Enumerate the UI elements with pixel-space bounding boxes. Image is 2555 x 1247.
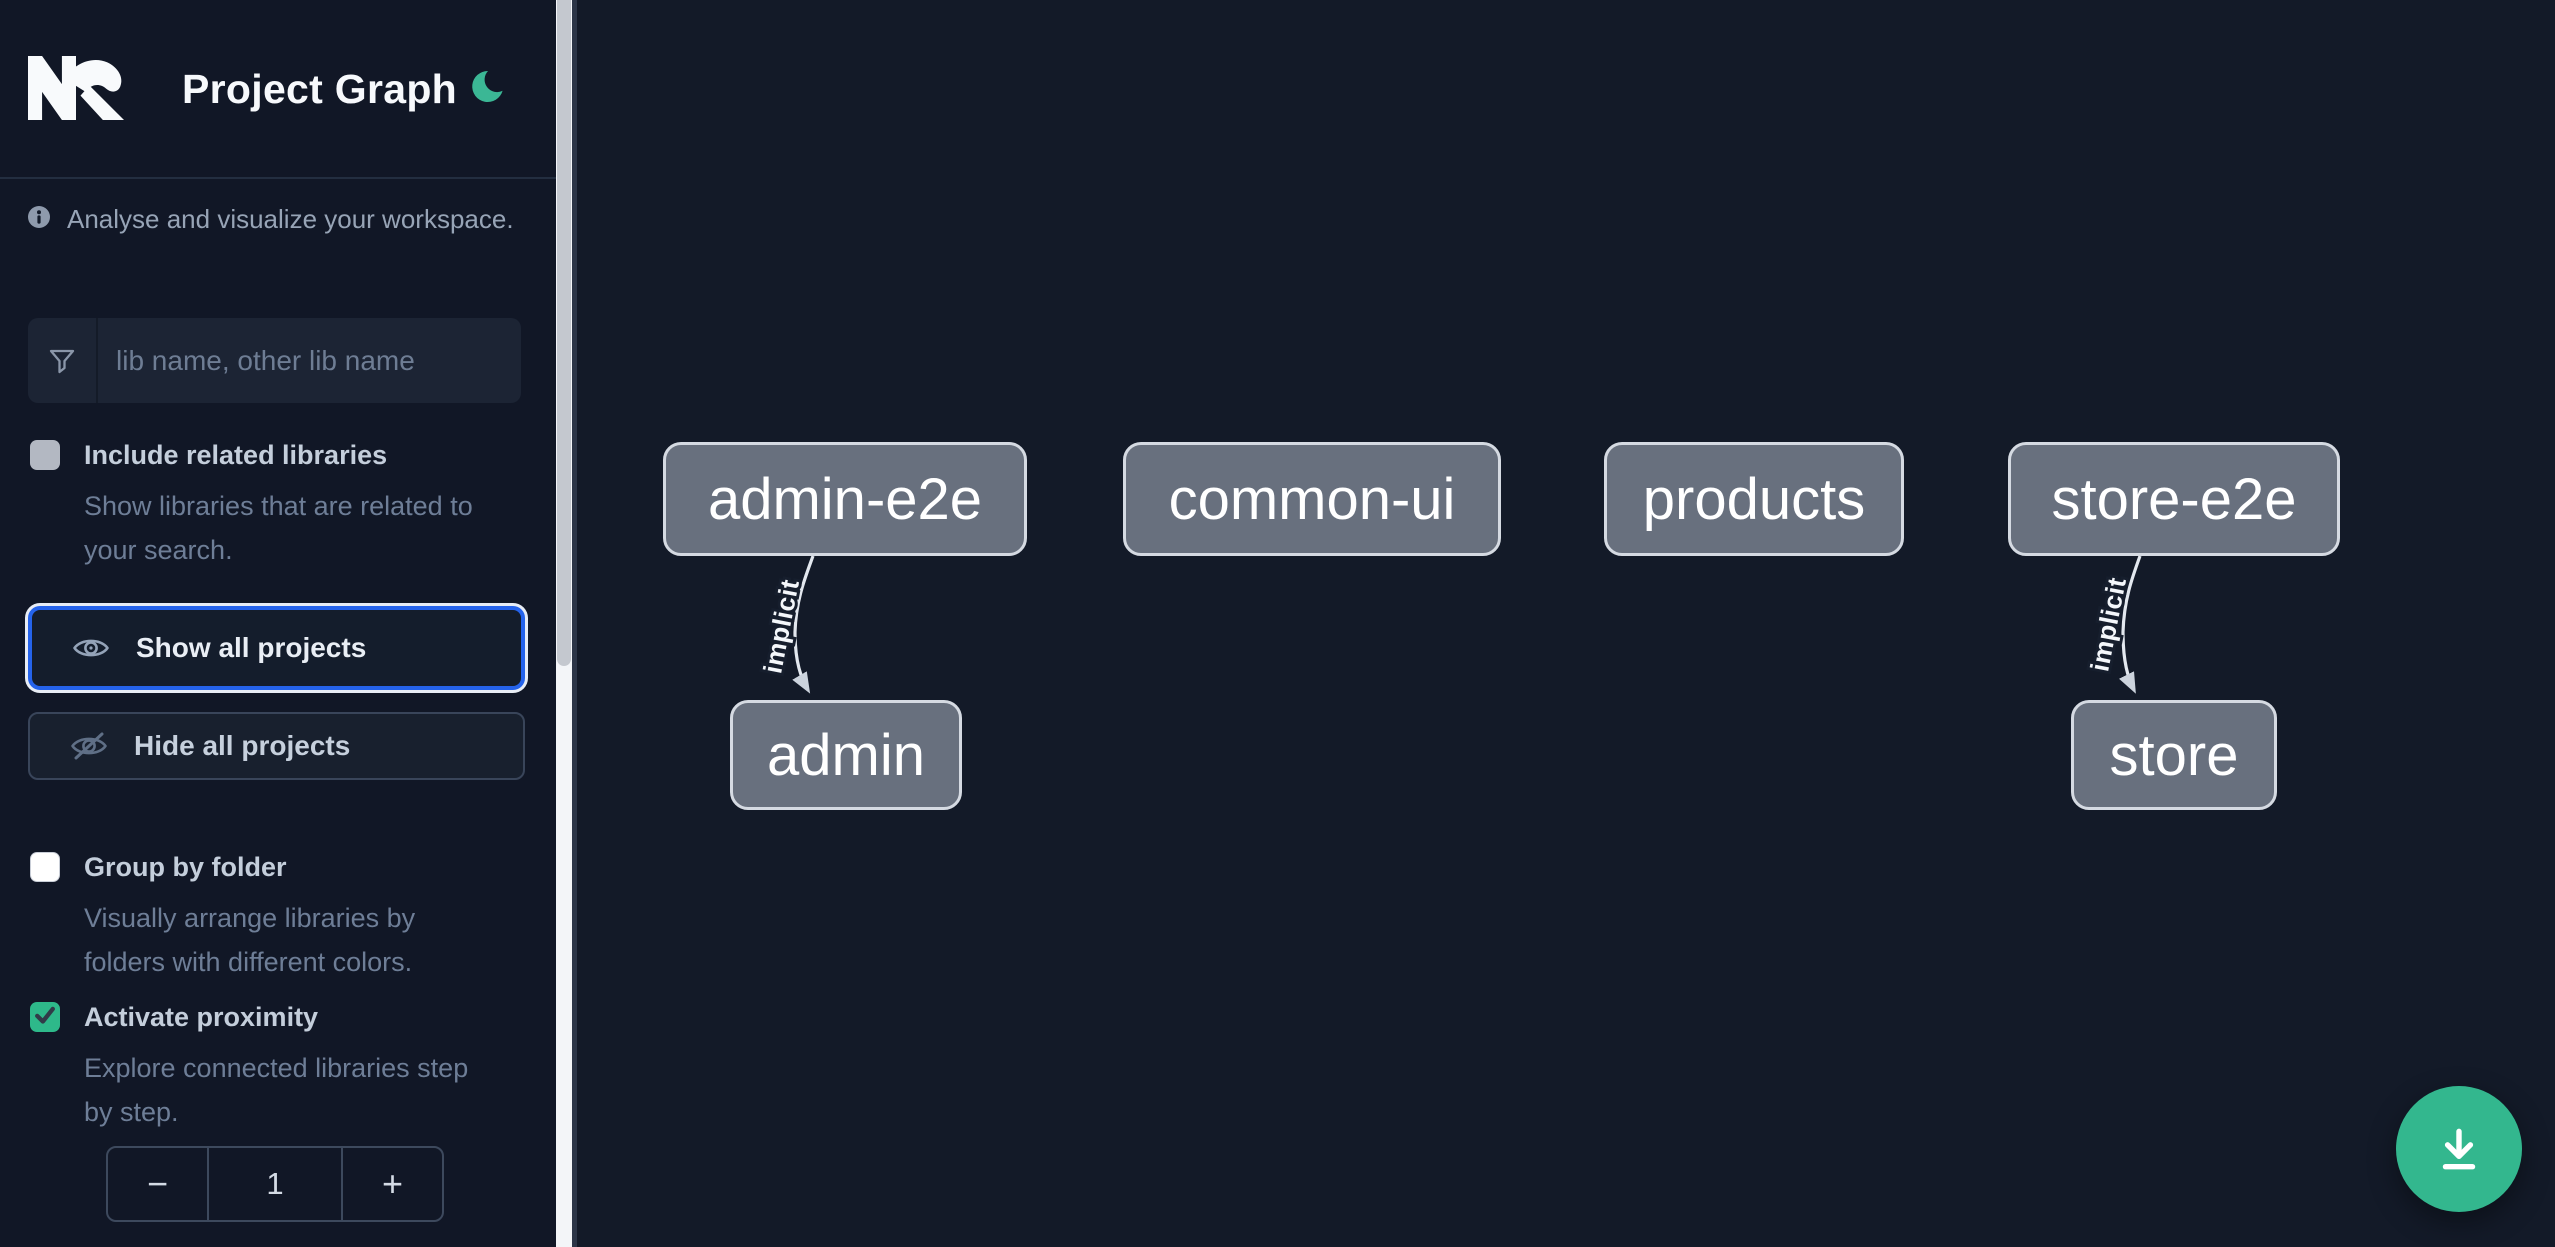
option-label[interactable]: Activate proximity [84, 1002, 319, 1032]
hide-all-projects-button[interactable]: Hide all projects [28, 712, 525, 780]
proximity-stepper: − 1 + [106, 1146, 444, 1222]
checkbox-activate-proximity[interactable] [30, 1002, 60, 1032]
node-common-ui[interactable]: common-ui [1123, 442, 1501, 556]
info-icon [27, 205, 51, 234]
info-text: Analyse and visualize your workspace. [67, 204, 514, 234]
graph-edges-layer: implicit implicit [754, 555, 2142, 694]
stepper-value: 1 [207, 1148, 343, 1220]
theme-toggle-button[interactable] [466, 68, 506, 108]
show-all-projects-label: Show all projects [136, 632, 367, 663]
info-row: Analyse and visualize your workspace. [27, 204, 532, 235]
option-label[interactable]: Group by folder [84, 852, 287, 882]
option-label[interactable]: Include related libraries [84, 440, 388, 470]
eye-slash-icon [70, 731, 108, 761]
node-admin-e2e[interactable]: admin-e2e [663, 442, 1027, 556]
nx-logo [28, 56, 124, 120]
download-graph-button[interactable] [2396, 1086, 2522, 1212]
checkbox-group-by-folder[interactable] [30, 852, 60, 882]
stepper-decrement-button[interactable]: − [146, 1163, 169, 1204]
sidebar-right-border [572, 0, 577, 1247]
edge-store-e2e-to-store[interactable]: implicit [2081, 555, 2142, 694]
search-input[interactable] [98, 318, 521, 403]
option-activate-proximity: Activate proximity Explore connected lib… [30, 1000, 525, 1134]
check-icon [32, 1002, 58, 1033]
page-title: Project Graph [182, 66, 458, 112]
search-box [28, 318, 521, 403]
filter-funnel-icon [28, 318, 98, 403]
eye-icon [72, 634, 110, 662]
option-description: Explore connected libraries step by step… [84, 1053, 469, 1127]
moon-icon [468, 70, 504, 108]
sidebar: Project Graph Analyse and visualize your… [0, 0, 556, 1247]
option-description: Show libraries that are related to your … [84, 491, 473, 565]
stepper-increment-button[interactable]: + [381, 1163, 404, 1204]
node-store[interactable]: store [2071, 700, 2277, 810]
option-description: Visually arrange libraries by folders wi… [84, 903, 416, 977]
checkbox-include-related[interactable] [30, 440, 60, 470]
node-products[interactable]: products [1604, 442, 1904, 556]
hide-all-projects-label: Hide all projects [134, 730, 351, 761]
node-store-e2e[interactable]: store-e2e [2008, 442, 2340, 556]
download-icon [2432, 1121, 2486, 1178]
option-group-by-folder: Group by folder Visually arrange librari… [30, 850, 525, 984]
sidebar-scrollbar-thumb[interactable] [557, 0, 571, 666]
show-all-projects-button[interactable]: Show all projects [28, 606, 525, 690]
project-graph-canvas[interactable]: implicit implicit admin-e2e common-ui pr… [577, 0, 2555, 1247]
header-divider [0, 177, 556, 179]
edge-admin-e2e-to-admin[interactable]: implicit [754, 555, 815, 694]
node-admin[interactable]: admin [730, 700, 962, 810]
option-include-related-libraries: Include related libraries Show libraries… [30, 438, 525, 572]
